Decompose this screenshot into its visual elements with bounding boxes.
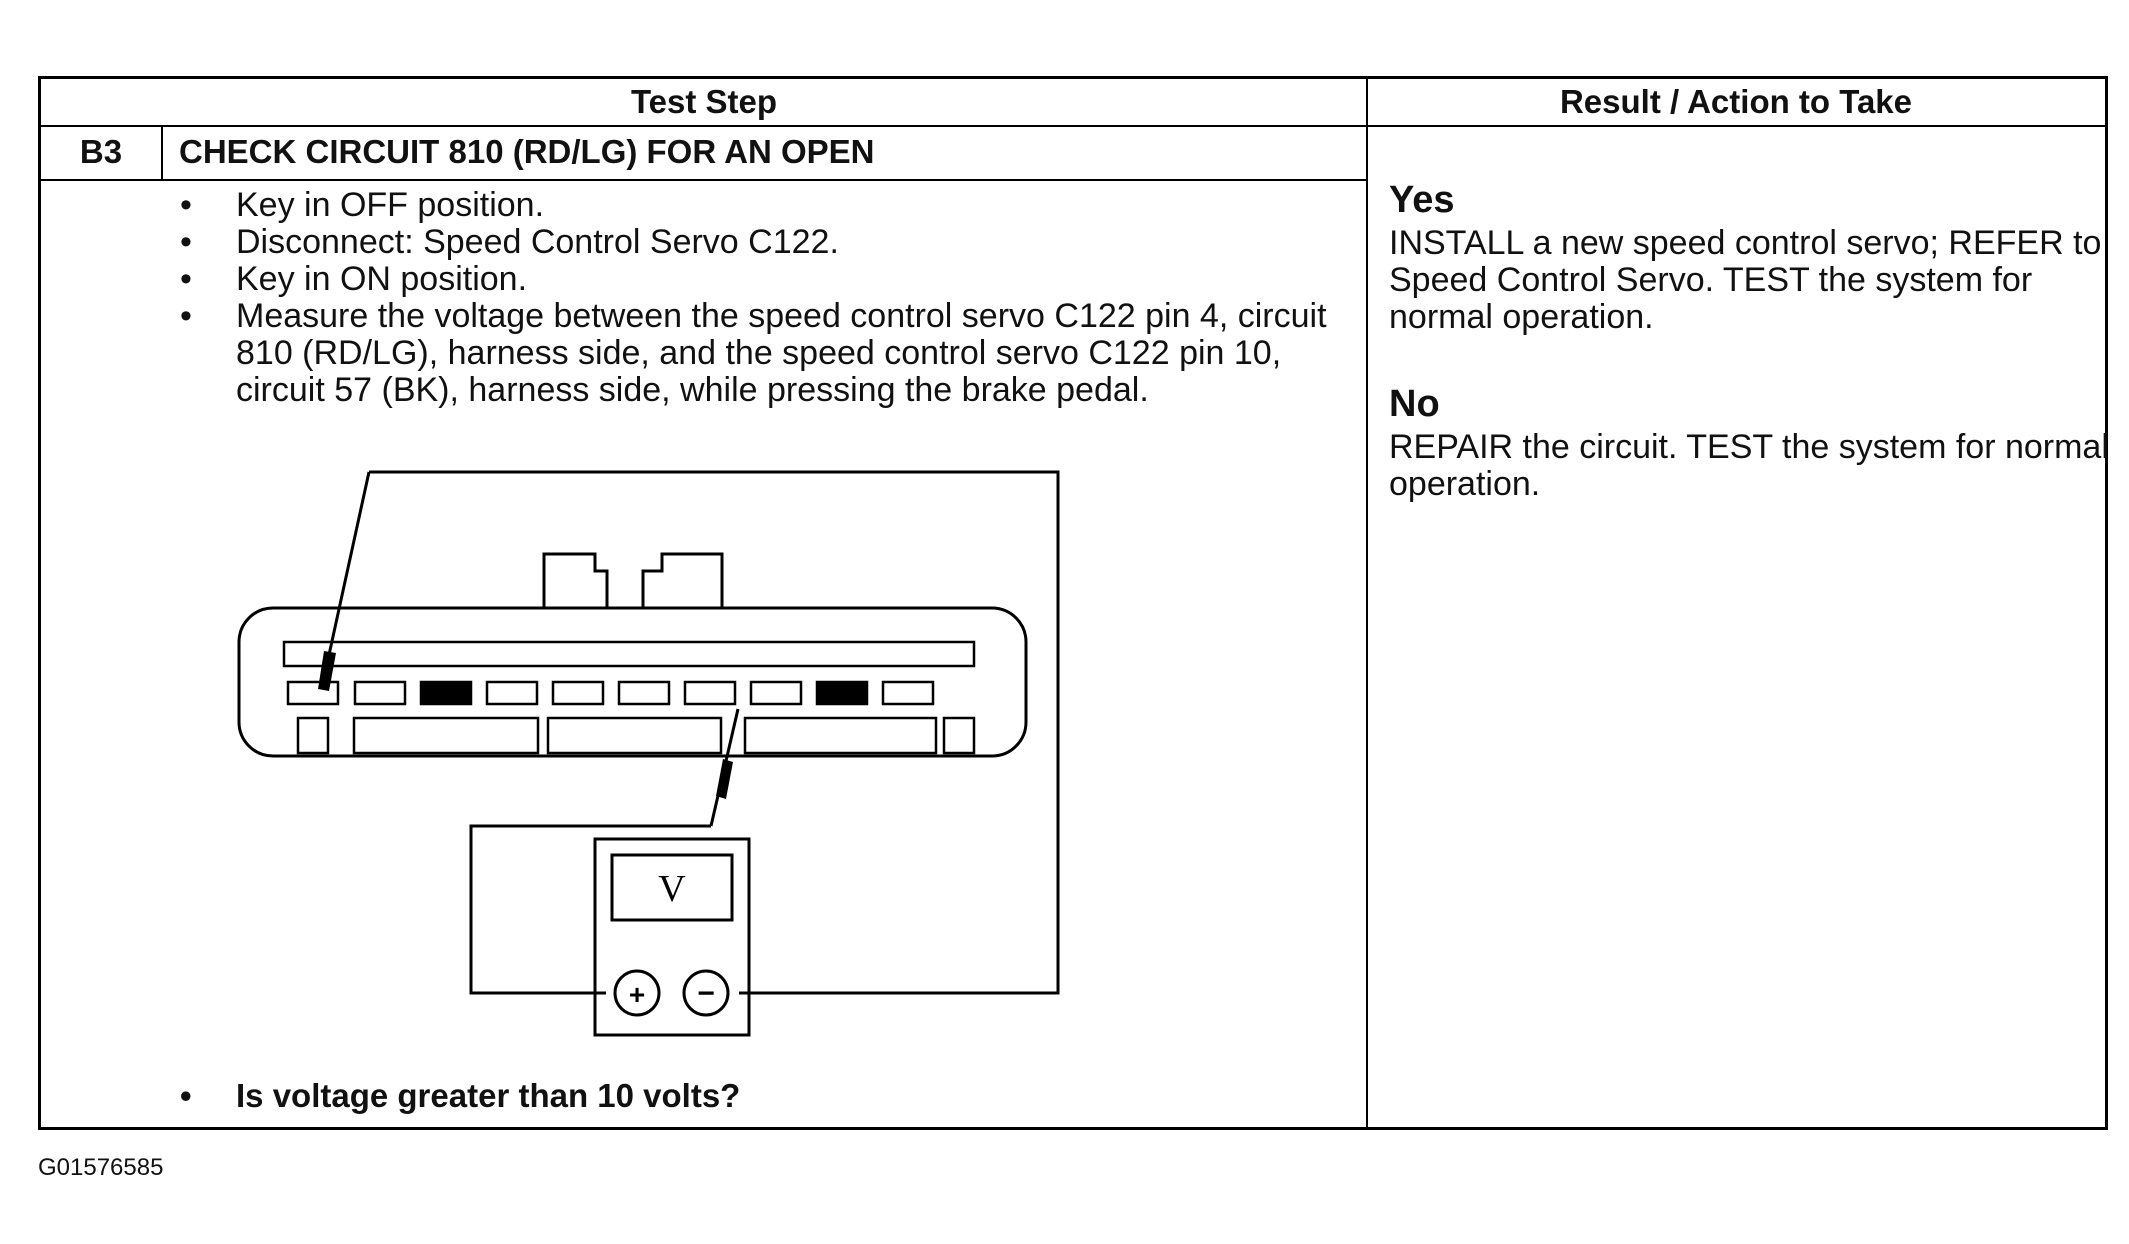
step-title: CHECK CIRCUIT 810 (RD/LG) FOR AN OPEN	[179, 133, 875, 170]
connector-pin	[286, 680, 340, 706]
instruction-item: Key in OFF position.	[176, 187, 1356, 225]
connector-pin-occupied	[815, 680, 869, 706]
step-id: B3	[41, 127, 163, 179]
voltmeter-display	[610, 853, 734, 922]
probe-tip-right	[716, 759, 733, 799]
connector-body	[237, 606, 1028, 758]
wire-pin-10	[469, 824, 711, 995]
connector-tab-right	[641, 552, 724, 608]
plus-terminal	[613, 969, 661, 1017]
instruction-item: Measure the voltage between the speed co…	[176, 298, 1356, 409]
result-yes-label: Yes	[1389, 179, 1455, 221]
connector-tab-left	[542, 552, 609, 608]
test-step-table: Test Step Result / Action to Take B3 CHE…	[38, 76, 2109, 1130]
result-no-action: REPAIR the circuit. TEST the system for …	[1389, 428, 2109, 503]
connector-pin	[683, 680, 737, 706]
connector-pin	[617, 680, 671, 706]
instruction-item: Disconnect: Speed Control Servo C122.	[176, 224, 1356, 262]
instruction-list: Key in OFF position. Disconnect: Speed C…	[176, 187, 1356, 409]
instruction-item: Key in ON position.	[176, 261, 1356, 299]
column-divider	[1366, 79, 1368, 1127]
connector-pin	[881, 680, 935, 706]
voltmeter-body	[593, 837, 751, 1037]
step-title-row: B3 CHECK CIRCUIT 810 (RD/LG) FOR AN OPEN	[41, 127, 1367, 181]
plus-terminal-label: +	[629, 979, 645, 1010]
result-yes-action: INSTALL a new speed control servo; REFER…	[1389, 224, 2102, 336]
connector-voltmeter-diagram: V + −	[237, 470, 1060, 1037]
connector-pin	[749, 680, 803, 706]
header-result-action: Result / Action to Take	[1367, 79, 2105, 127]
voltmeter-display-label: V	[658, 868, 686, 910]
figure-id: G01576585	[38, 1154, 164, 1181]
probe-pin-4	[325, 471, 371, 665]
connector-pin-occupied	[419, 680, 473, 706]
wire-pin-4	[369, 470, 1060, 995]
connector-pin	[551, 680, 605, 706]
probe-tip-left	[318, 651, 336, 691]
minus-terminal	[682, 969, 730, 1017]
test-question: Is voltage greater than 10 volts?	[176, 1077, 740, 1115]
connector-pin	[485, 680, 539, 706]
header-test-step: Test Step	[41, 79, 1367, 127]
result-no-label: No	[1389, 383, 1440, 425]
connector-pin	[353, 680, 407, 706]
connector-top-slot	[282, 640, 976, 668]
minus-terminal-label: −	[697, 977, 715, 1010]
